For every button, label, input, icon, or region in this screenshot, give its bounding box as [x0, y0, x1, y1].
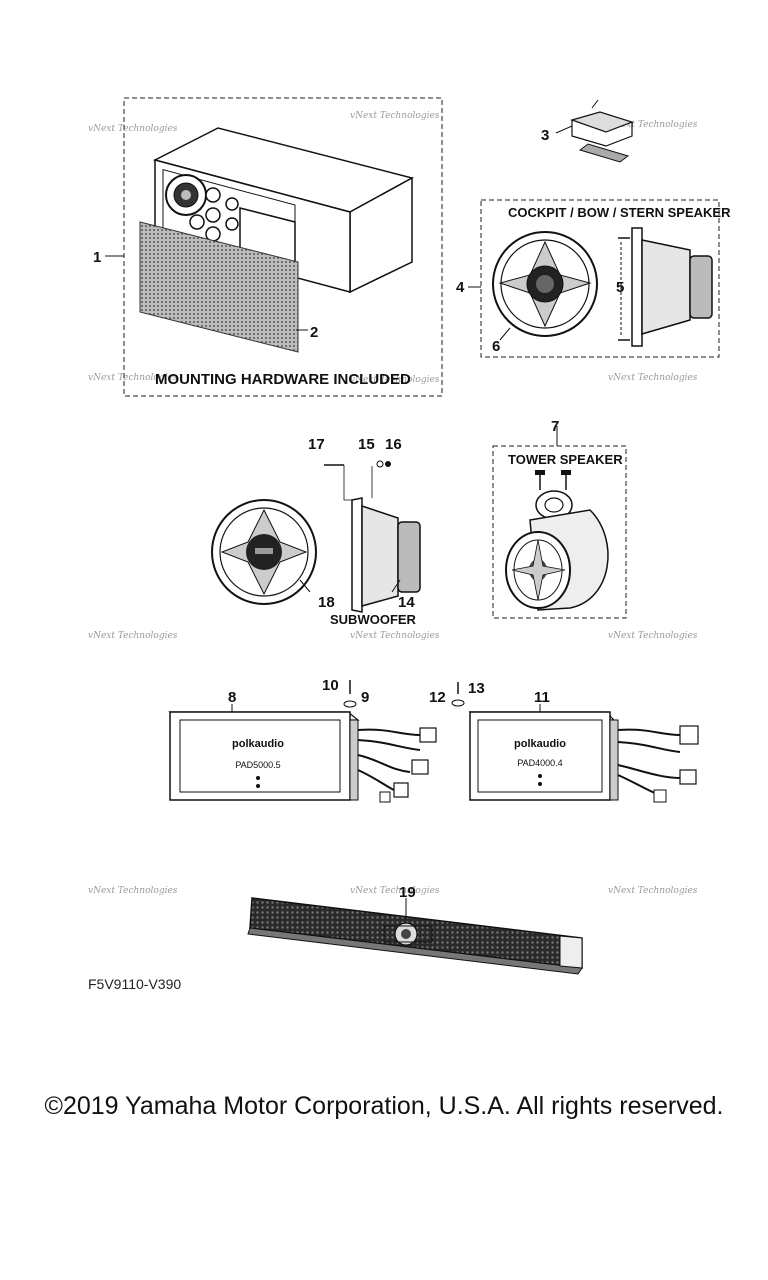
head-unit-grille-plate [139, 221, 299, 353]
callout-4: 4 [456, 279, 465, 296]
watermark: vNext Technologies [88, 886, 178, 896]
callout-13: 13 [468, 680, 485, 697]
label-subwoofer: SUBWOOFER [330, 612, 417, 627]
amp-right-model: PAD4000.4 [517, 758, 562, 768]
callout-3: 3 [541, 127, 549, 144]
watermark: vNext Technologies [608, 120, 698, 130]
watermark: vNext Technologies [350, 886, 440, 896]
callout-18: 18 [318, 594, 335, 611]
subwoofer-group: SUBWOOFER [211, 460, 421, 627]
callout-6: 6 [492, 338, 500, 355]
callout-17: 17 [308, 436, 325, 453]
tower-dashed-box [492, 445, 627, 619]
callout-15: 15 [358, 436, 375, 453]
callout-11: 11 [534, 689, 550, 706]
callout-16: 16 [385, 436, 402, 453]
callout-10: 10 [322, 677, 339, 694]
speaker-side-basket [641, 239, 691, 335]
watermark: vNext Technologies [88, 631, 178, 641]
head-unit-button [189, 214, 205, 230]
callout-numbers: 1 2 3 4 5 6 7 8 9 10 11 12 13 14 15 16 1… [93, 127, 624, 901]
callout-5: 5 [616, 279, 624, 296]
label-mounting-hardware: MOUNTING HARDWARE INCLUDED [155, 371, 411, 388]
head-unit-dashed-box [123, 97, 443, 397]
leader-lines [105, 125, 573, 920]
watermark: vNext Technologies [608, 373, 698, 383]
head-unit-button [225, 197, 239, 211]
callout-2: 2 [310, 324, 318, 341]
amp-fasteners [343, 680, 465, 708]
callout-12: 12 [429, 689, 446, 706]
head-unit-group [123, 97, 443, 397]
subwoofer-basket [361, 504, 399, 607]
subwoofer-flange [351, 497, 363, 613]
callout-8: 8 [228, 689, 236, 706]
cockpit-dashed-box [480, 199, 720, 358]
callout-19: 19 [399, 884, 416, 901]
watermark: vNext Technologies [88, 373, 178, 383]
label-tower: TOWER SPEAKER [508, 452, 623, 467]
watermark: vNext Technologies [350, 631, 440, 641]
speaker-magnet [689, 255, 713, 319]
speaker-side-flange [631, 227, 643, 347]
subwoofer-magnet [397, 521, 421, 593]
head-unit-button [225, 217, 239, 231]
tower-speaker-group: TOWER SPEAKER [492, 426, 627, 619]
amp-right-body [469, 711, 611, 801]
amplifier-right: polkaudio PAD4000.4 [468, 711, 699, 803]
watermark: vNext Technologies [88, 124, 178, 134]
callout-1: 1 [93, 249, 101, 266]
amp-left-brand: polkaudio [232, 738, 284, 750]
label-cockpit: COCKPIT / BOW / STERN SPEAKER [508, 205, 731, 220]
cockpit-speaker-group: COCKPIT / BOW / STERN SPEAKER [480, 199, 731, 358]
watermark: vNext Technologies [608, 631, 698, 641]
amplifier-left: polkaudio PAD5000.5 [168, 711, 437, 803]
callout-7: 7 [551, 418, 559, 435]
head-unit-button [205, 187, 221, 203]
watermark: vNext Technologies [350, 111, 440, 121]
watermark: vNext Technologies [608, 886, 698, 896]
figure-code: F5V9110-V390 [88, 976, 182, 992]
copyright-notice: ©2019 Yamaha Motor Corporation, U.S.A. A… [44, 1092, 724, 1120]
watermarks: vNext Technologies vNext Technologies vN… [88, 111, 698, 896]
callout-9: 9 [361, 689, 369, 706]
part-3-clip [570, 99, 634, 163]
watermark: vNext Technologies [350, 375, 440, 385]
callout-14: 14 [398, 594, 415, 611]
amp-right-brand: polkaudio [514, 738, 566, 750]
amp-left-body [169, 711, 351, 801]
sound-bar [247, 897, 583, 975]
head-unit-button [205, 207, 221, 223]
amp-left-model: PAD5000.5 [235, 760, 280, 770]
